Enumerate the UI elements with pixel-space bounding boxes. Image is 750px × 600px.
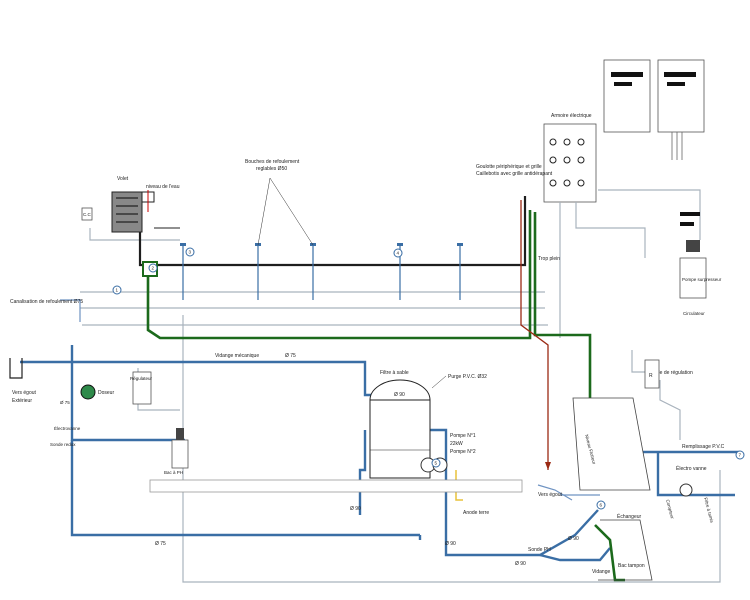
- label-echangeur: Échangeur: [617, 513, 642, 520]
- label-vers-egout2: Vers égout: [538, 492, 563, 498]
- sand-filter: Ø 90 Filtre à sable Purge P.V.C. Ø32: [369, 370, 487, 479]
- pool-floor: [149, 479, 523, 493]
- label-filtre-tamis: Filtre à tamis: [703, 497, 715, 524]
- label-purge: Purge P.V.C. Ø32: [448, 374, 487, 380]
- label-goulotte: Goulotte périphérique et grille: [476, 164, 542, 170]
- label-armoire: Armoire électrique: [551, 113, 592, 119]
- panel-left: [603, 59, 651, 133]
- label-doseur: Doseur: [98, 390, 114, 396]
- label-vidange: Vidange: [592, 569, 610, 575]
- label-exterieur: Extérieur: [12, 398, 32, 404]
- label-filtre-sable: Filtre à sable: [380, 370, 409, 376]
- label-d75-left: Ø 75: [60, 400, 70, 405]
- booster-pump: Pompe surpresseur Circulateur: [679, 212, 722, 316]
- marker-2: 2: [152, 266, 155, 271]
- label-sonde: Sonde redox: [50, 442, 76, 447]
- label-circulateur: Circulateur: [683, 311, 705, 316]
- electrical-cabinet: Armoire électrique: [543, 113, 597, 203]
- dosing-equipment: Doseur Régulateur Bac à PH Électrovanne …: [50, 371, 189, 475]
- bac-tampon: Niveau Flotteur Échangeur: [572, 397, 653, 581]
- label-d90-mid: Ø 90: [350, 506, 361, 512]
- label-remplissage: Remplissage P.V.C: [682, 444, 725, 450]
- label-trop-plein: Trop plein: [538, 256, 560, 262]
- label-canalisation: Canalisation de refoulement Ø75: [10, 299, 83, 305]
- label-d75-vidange: Ø 75: [285, 353, 296, 359]
- marker-5: 5: [435, 461, 438, 466]
- marker-4: 4: [397, 251, 400, 256]
- marker-3: 3: [189, 250, 192, 255]
- label-reglables: reglables Ø50: [256, 166, 287, 172]
- label-vers-egout: Vers égout: [12, 390, 37, 396]
- label-d90-pump: Ø 90: [445, 541, 456, 547]
- label-cc: C.C: [83, 212, 92, 217]
- label-volet: Volet: [117, 176, 129, 182]
- label-pompe2: Pompe N°2: [450, 449, 476, 455]
- electrical-panels: [603, 59, 705, 160]
- label-d90-bottom: Ø 90: [515, 561, 526, 567]
- return-line: Bouches de refoulement reglables Ø50: [138, 159, 527, 300]
- label-sonde-ph: Sonde PH: [528, 547, 551, 553]
- label-d90-right: Ø 90: [568, 536, 579, 542]
- label-caillebotis: Caillebotis avec grille antidérapant: [476, 171, 553, 177]
- volet-assembly: Volet niveau de l'eau C.C: [81, 176, 180, 233]
- blue-pipes: Canalisation de refoulement Ø75: [10, 299, 740, 562]
- label-compteur: Compteur: [665, 499, 675, 520]
- label-pompe1: Pompe N°1: [450, 433, 476, 439]
- label-sonde-regulation: Sonde de régulation: [648, 370, 693, 376]
- label-d90-filtre: Ø 90: [394, 392, 405, 398]
- regulation-box: R: [644, 359, 660, 389]
- label-pompe1-kw: 22kW: [450, 441, 463, 447]
- label-anode: Anode terre: [463, 510, 489, 516]
- marker-7: 7: [739, 453, 742, 458]
- marker-6: 6: [600, 503, 603, 508]
- label-d75-bottom: Ø 75: [155, 541, 166, 547]
- label-bac-ph: Bac à PH: [164, 470, 183, 475]
- panel-right: [657, 59, 705, 133]
- markers: 1 2 3 4 5 6 7: [112, 247, 745, 510]
- label-bouches: Bouches de refoulement: [245, 159, 300, 165]
- mid-labels: Vidange mécanique Ø 75 Ø 75 Ø 90 Ø 90 Ø …: [155, 164, 693, 575]
- label-vidange-meca: Vidange mécanique: [215, 353, 259, 359]
- label-electrovanne: Électrovanne: [54, 425, 81, 431]
- label-electrovanne2: Électro vanne: [676, 465, 707, 472]
- label-niveau: niveau de l'eau: [146, 184, 180, 190]
- egout-left: Vers égout Extérieur: [9, 358, 37, 404]
- label-pompe-surpresseur: Pompe surpresseur: [682, 277, 722, 282]
- label-regulateur: Régulateur: [130, 376, 153, 381]
- fill-line: Remplissage P.V.C Électro vanne Compteur…: [665, 444, 725, 524]
- red-pipe: [520, 200, 551, 470]
- label-bac-tampon: Bac tampon: [618, 563, 645, 569]
- label-r: R: [649, 373, 653, 379]
- marker-1: 1: [116, 288, 119, 293]
